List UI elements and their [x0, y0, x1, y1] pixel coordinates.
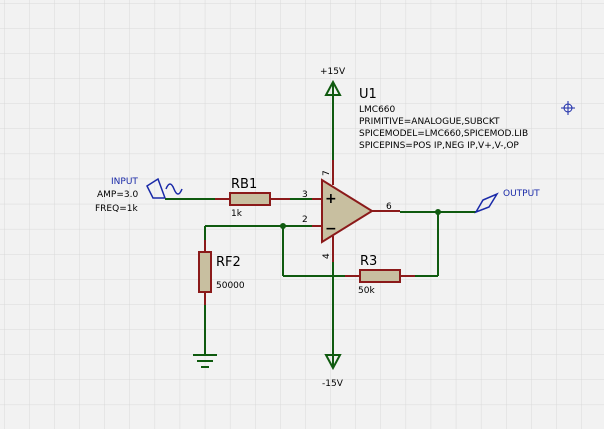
resistor-body	[229, 192, 271, 206]
power-positive-label: +15V	[320, 67, 346, 77]
rf2-name: RF2	[216, 255, 241, 270]
resistor-rb1[interactable]: RB1 1k	[215, 177, 290, 219]
pin-number-7: 7	[322, 170, 332, 176]
output-arrow-icon	[474, 192, 499, 214]
input-amp: AMP=3.0	[97, 190, 138, 200]
opamp-triangle	[321, 178, 374, 244]
input-label: INPUT	[111, 177, 138, 187]
power-terminal-negative[interactable]: -15V	[322, 262, 344, 389]
opamp-u1[interactable]: + −	[321, 178, 374, 244]
component-part: LMC660	[359, 105, 396, 115]
sine-wave-icon	[165, 183, 183, 195]
component-spicepins: SPICEPINS=POS IP,NEG IP,V+,V-,OP	[359, 141, 519, 151]
rf2-value: 50000	[216, 281, 245, 291]
resistor-r3[interactable]: R3 50k	[345, 254, 415, 296]
rb1-name: RB1	[231, 177, 257, 192]
opamp-plus-sign: +	[325, 191, 337, 207]
r3-value: 50k	[358, 286, 375, 296]
resistor-body	[198, 251, 212, 293]
component-ref[interactable]: U1	[359, 87, 377, 102]
pin-number-6: 6	[386, 202, 392, 212]
arrow-up-icon	[324, 79, 342, 96]
pin-number-3: 3	[302, 190, 308, 200]
pin-number-4: 4	[322, 253, 332, 259]
pin-number-2: 2	[302, 215, 308, 225]
output-terminal[interactable]: OUTPUT	[474, 189, 540, 214]
arrow-down-icon	[324, 354, 342, 371]
input-freq: FREQ=1k	[95, 204, 138, 214]
ground-symbol[interactable]	[193, 354, 217, 368]
origin-crosshair-icon	[561, 101, 575, 115]
power-terminal-positive[interactable]: +15V	[320, 67, 346, 160]
component-primitive: PRIMITIVE=ANALOGUE,SUBCKT	[359, 117, 500, 127]
opamp-minus-sign: −	[325, 221, 337, 237]
power-negative-label: -15V	[322, 379, 344, 389]
resistor-rf2[interactable]: RF2 50000	[198, 226, 245, 305]
r3-name: R3	[360, 254, 377, 269]
junction-dot	[435, 209, 441, 215]
component-spicemodel: SPICEMODEL=LMC660,SPICEMOD.LIB	[359, 129, 528, 139]
output-label: OUTPUT	[503, 189, 540, 199]
resistor-body	[359, 269, 401, 283]
rb1-value: 1k	[231, 209, 243, 219]
